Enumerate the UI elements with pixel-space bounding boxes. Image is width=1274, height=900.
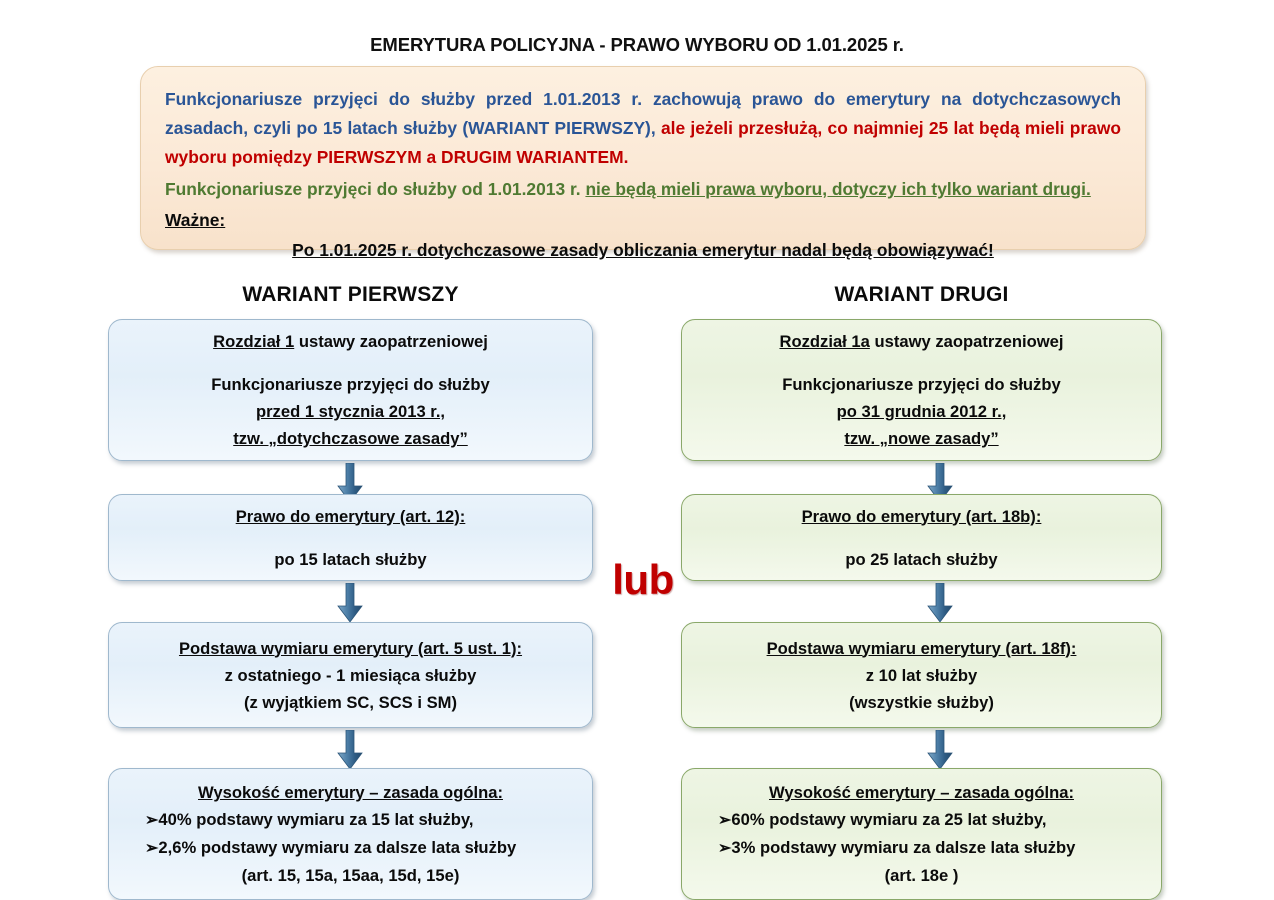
intro-wazne-text: Po 1.01.2025 r. dotychczasowe zasady obl… (292, 240, 994, 260)
plain-text: (wszystkie służby) (849, 692, 994, 712)
underlined-text: Prawo do emerytury (art. 12): (235, 506, 466, 526)
line-spacer (696, 355, 1147, 371)
box-text-line: po 15 latach służby (123, 546, 578, 573)
box-text-line: tzw. „nowe zasady” (696, 425, 1147, 452)
underlined-text: Wysokość emerytury – zasada ogólna: (198, 783, 503, 802)
prawo-box: Prawo do emerytury (art. 18b): po 25 lata… (681, 494, 1162, 581)
plain-text: ustawy zaopatrzeniowej (294, 332, 488, 351)
box-text-line: Podstawa wymiaru emerytury (art. 5 ust. … (123, 635, 578, 662)
bullet-arrow-icon: ➢ (718, 812, 732, 829)
plain-text: Funkcjonariusze przyjęci do służby (211, 375, 490, 394)
bullet-arrow-icon: ➢ (145, 812, 159, 829)
underlined-text: tzw. „nowe zasady” (844, 429, 999, 448)
underlined-text: Podstawa wymiaru emerytury (art. 5 ust. … (178, 638, 523, 658)
page-title: EMERYTURA POLICYJNA - PRAWO WYBORU OD 1.… (370, 34, 904, 55)
column-heading-variant-1: WARIANT PIERWSZY (242, 283, 459, 306)
bullet-item-text: 3% podstawy wymiaru za dalsze lata służb… (731, 838, 1076, 857)
intro-paragraph-2: Funkcjonariusze przyjęci do służby od 1.… (165, 175, 1121, 204)
box-text-line: (art. 15, 15a, 15aa, 15d, 15e) (123, 862, 578, 889)
line-spacer (123, 530, 578, 546)
plain-text: (art. 15, 15a, 15aa, 15d, 15e) (241, 866, 460, 885)
plain-text: Funkcjonariusze przyjęci do służby (782, 375, 1061, 394)
box-text-line: tzw. „dotychczasowe zasady” (123, 425, 578, 452)
intro-wazne-label: Ważne: (165, 210, 226, 230)
box-text-line: Rozdział 1a ustawy zaopatrzeniowej (696, 328, 1147, 355)
intro-blue-text: Funkcjonariusze przyjęci do służby przed… (165, 89, 1121, 138)
box-text-line: Funkcjonariusze przyjęci do służby (123, 371, 578, 398)
bullet-list-item: ➢60% podstawy wymiaru za 25 lat służby, (696, 806, 1147, 834)
intro-green-plain: Funkcjonariusze przyjęci do służby od 1.… (165, 179, 586, 199)
bullet-arrow-icon: ➢ (145, 840, 159, 857)
underlined-text: przed 1 stycznia 2013 r., (255, 402, 446, 421)
flow-down-arrow-icon (925, 729, 955, 770)
box-text-line: przed 1 stycznia 2013 r., (123, 398, 578, 425)
box-text-line: (z wyjątkiem SC, SCS i SM) (123, 689, 578, 716)
plain-text: (art. 18e ) (884, 866, 959, 885)
line-spacer (123, 355, 578, 371)
intro-red-text: ale jeżeli przesłużą, co najmniej 25 lat… (165, 118, 1121, 167)
bullet-list-item: ➢3% podstawy wymiaru za dalsze lata służ… (696, 834, 1147, 862)
plain-text: po 25 latach służby (845, 549, 998, 569)
box-text-line: Prawo do emerytury (art. 12): (123, 503, 578, 530)
flow-down-arrow-icon (335, 729, 365, 770)
underlined-text: Podstawa wymiaru emerytury (art. 18f): (766, 638, 1077, 658)
box-text-line: Podstawa wymiaru emerytury (art. 18f): (696, 635, 1147, 662)
underlined-text: po 31 grudnia 2012 r., (836, 402, 1007, 421)
plain-text: ustawy zaopatrzeniowej (869, 332, 1064, 351)
plain-text: z 10 lat służby (865, 665, 978, 685)
box-text-line: Prawo do emerytury (art. 18b): (696, 503, 1147, 530)
underlined-text: Rozdział 1a (779, 332, 870, 351)
plain-text: z ostatniego - 1 miesiąca służby (224, 665, 477, 685)
wysokosc-box: Wysokość emerytury – zasada ogólna:➢60% … (681, 768, 1162, 900)
bullet-arrow-icon: ➢ (718, 840, 732, 857)
box-text-line: Rozdział 1 ustawy zaopatrzeniowej (123, 328, 578, 355)
line-spacer (696, 530, 1147, 546)
box-text-line: po 31 grudnia 2012 r., (696, 398, 1147, 425)
middle-connector-label: lub (612, 556, 674, 603)
bullet-item-text: 2,6% podstawy wymiaru za dalsze lata słu… (158, 838, 517, 857)
box-text-line: Funkcjonariusze przyjęci do służby (696, 371, 1147, 398)
flow-down-arrow-icon (335, 582, 365, 623)
intro-paragraph-1: Funkcjonariusze przyjęci do służby przed… (165, 85, 1121, 172)
box-text-line: po 25 latach służby (696, 546, 1147, 573)
bullet-list-item: ➢40% podstawy wymiaru za 15 lat służby, (123, 806, 578, 834)
podstawa-box: Podstawa wymiaru emerytury (art. 5 ust. … (108, 622, 593, 728)
underlined-text: Wysokość emerytury – zasada ogólna: (769, 783, 1074, 802)
box-text-line: Wysokość emerytury – zasada ogólna: (123, 779, 578, 806)
intro-wazne-row: Ważne: (165, 204, 1121, 235)
bullet-list-item: ➢2,6% podstawy wymiaru za dalsze lata sł… (123, 834, 578, 862)
podstawa-box: Podstawa wymiaru emerytury (art. 18f): z … (681, 622, 1162, 728)
flow-down-arrow-icon (925, 582, 955, 623)
underlined-text: Rozdział 1 (213, 332, 295, 351)
plain-text: po 15 latach służby (274, 549, 427, 569)
box-text-line: z ostatniego - 1 miesiąca służby (123, 662, 578, 689)
intro-callout-box: Funkcjonariusze przyjęci do służby przed… (140, 66, 1146, 260)
column-heading-variant-2: WARIANT DRUGI (834, 283, 1009, 306)
prawo-box: Prawo do emerytury (art. 12): po 15 latac… (108, 494, 593, 581)
underlined-text: Prawo do emerytury (art. 18b): (801, 506, 1042, 526)
plain-text: (z wyjątkiem SC, SCS i SM) (243, 692, 457, 712)
bullet-item-text: 60% podstawy wymiaru za 25 lat służby, (731, 810, 1047, 829)
box-text-line: z 10 lat służby (696, 662, 1147, 689)
box-text-line: Wysokość emerytury – zasada ogólna: (696, 779, 1147, 806)
wysokosc-box: Wysokość emerytury – zasada ogólna:➢40% … (108, 768, 593, 900)
box-text-line: (wszystkie służby) (696, 689, 1147, 716)
box-text-line: (art. 18e ) (696, 862, 1147, 889)
bullet-item-text: 40% podstawy wymiaru za 15 lat służby, (158, 810, 474, 829)
underlined-text: tzw. „dotychczasowe zasady” (233, 429, 468, 448)
intro-green-underlined: nie będą mieli prawa wyboru, dotyczy ich… (585, 179, 1091, 199)
